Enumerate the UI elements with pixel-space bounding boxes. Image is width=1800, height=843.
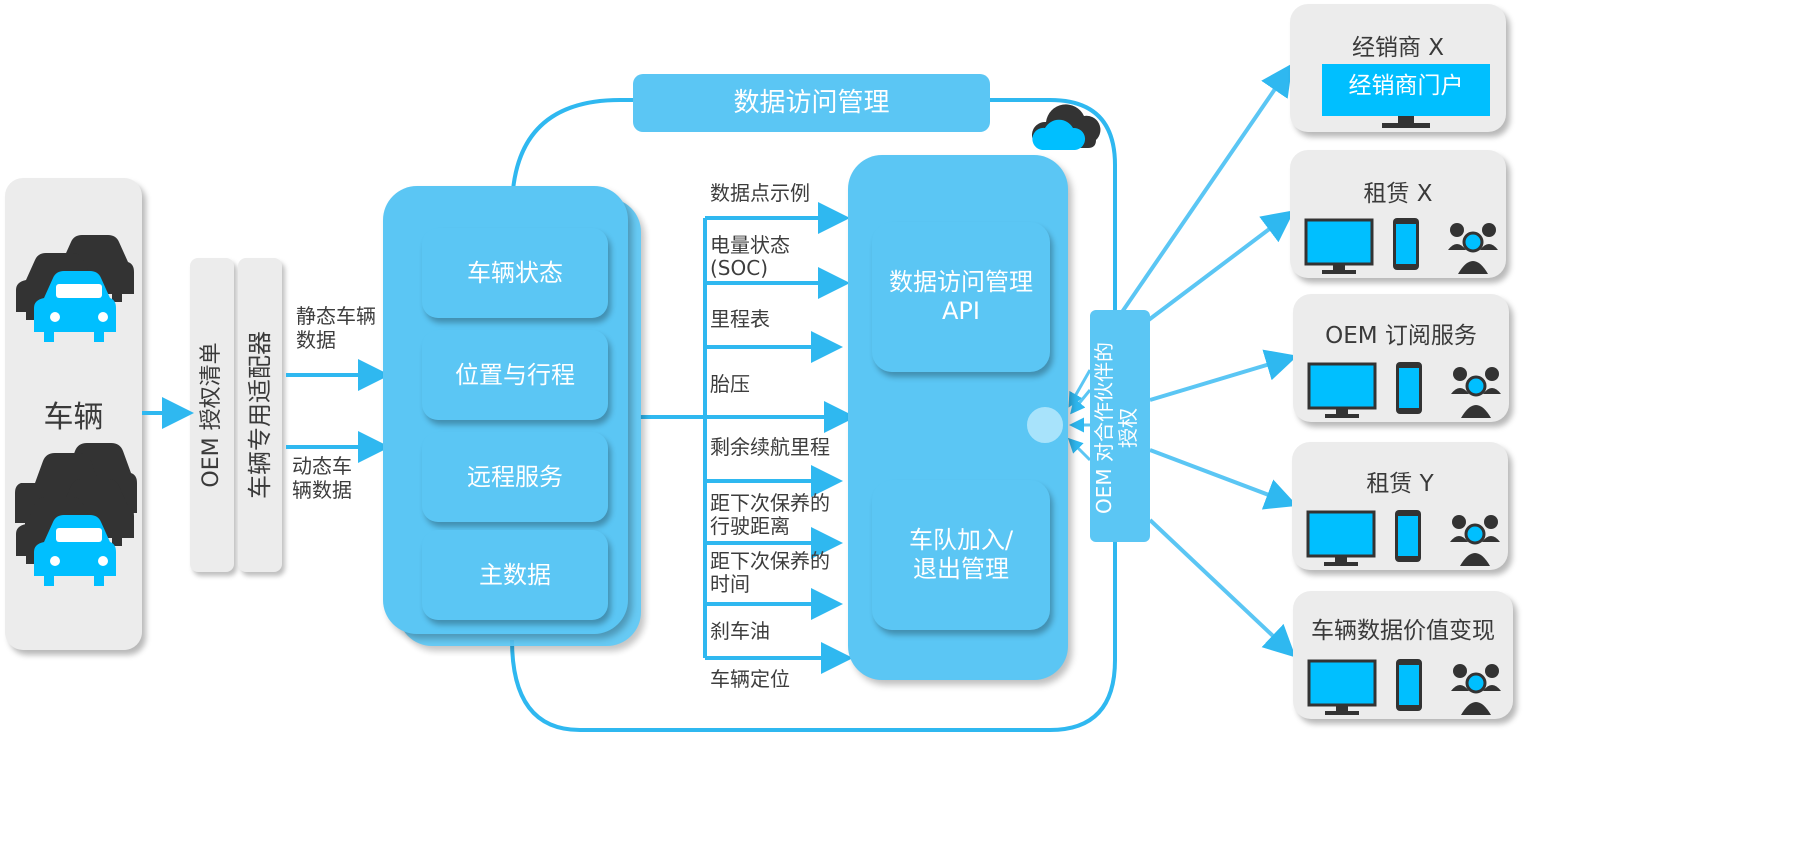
cloud-icon xyxy=(1031,104,1101,150)
monitor-stand xyxy=(1398,116,1414,124)
consumer-title: 租赁 X xyxy=(1363,181,1433,207)
car-icon xyxy=(16,235,134,342)
fleet-box: 车队加入/ 退出管理 xyxy=(872,480,1050,630)
car-icon xyxy=(16,479,134,586)
static-data-label: 静态车辆 数据 xyxy=(296,304,376,352)
adapter-bar xyxy=(238,258,282,572)
data-points-header: 数据点示例 xyxy=(710,181,810,205)
people-icon xyxy=(1451,367,1501,418)
oem-list-bar xyxy=(190,258,234,572)
dynamic-data-label: 动态车 辆数据 xyxy=(292,454,352,502)
dealer-portal-label: 经销商门户 xyxy=(1348,73,1464,99)
data-point-service-time: 距下次保养的 时间 xyxy=(710,549,830,596)
stack-item-master-data: 主数据 xyxy=(422,530,608,620)
converge-arrows xyxy=(1067,369,1092,462)
phone-icon xyxy=(1396,659,1422,711)
data-point-tire-pressure: 胎压 xyxy=(710,372,750,396)
consumer-card-dealer: 经销商 X 经销商门户 xyxy=(1290,4,1506,132)
consumer-title: OEM 订阅服务 xyxy=(1325,323,1477,349)
device-group xyxy=(1304,218,1501,715)
consumer-title: 车辆数据价值变现 xyxy=(1311,618,1495,644)
stack-item-remote-services: 远程服务 xyxy=(422,432,608,522)
access-loop-line xyxy=(510,98,1117,732)
data-point-brake-fluid: 刹车油 xyxy=(710,619,770,643)
phone-icon xyxy=(1395,510,1421,562)
phone-icon xyxy=(1396,362,1422,414)
stack-item-location-trips: 位置与行程 xyxy=(422,330,608,420)
data-point-range: 剩余续航里程 xyxy=(710,435,830,459)
monitor-icon xyxy=(1307,362,1377,418)
api-box: 数据访问管理 API xyxy=(872,222,1050,372)
consumer-arrows xyxy=(1118,63,1298,658)
consumer-title: 经销商 X xyxy=(1351,35,1445,61)
people-icon xyxy=(1451,664,1501,715)
vehicle-label: 车辆 xyxy=(43,400,104,435)
monitor-base xyxy=(1382,123,1430,128)
monitor-icon xyxy=(1304,218,1374,274)
dealer-portal-screen xyxy=(1322,64,1490,116)
data-point-service-distance: 距下次保养的 行驶距离 xyxy=(710,491,830,538)
connector-node xyxy=(1022,402,1068,448)
partner-auth-bar xyxy=(1090,310,1150,542)
data-point-arrows xyxy=(705,202,853,674)
data-access-title: 数据访问管理 xyxy=(633,74,990,132)
data-point-vehicle-location: 车辆定位 xyxy=(710,667,790,691)
phone-icon xyxy=(1393,218,1419,270)
stack-item-vehicle-status: 车辆状态 xyxy=(422,228,608,318)
monitor-icon xyxy=(1307,659,1377,715)
people-icon xyxy=(1450,515,1500,566)
data-point-soc: 电量状态 (SOC) xyxy=(710,233,790,280)
consumer-title: 租赁 Y xyxy=(1366,471,1434,497)
monitor-icon xyxy=(1306,510,1376,566)
data-point-odometer: 里程表 xyxy=(710,307,770,331)
people-icon xyxy=(1448,223,1498,274)
